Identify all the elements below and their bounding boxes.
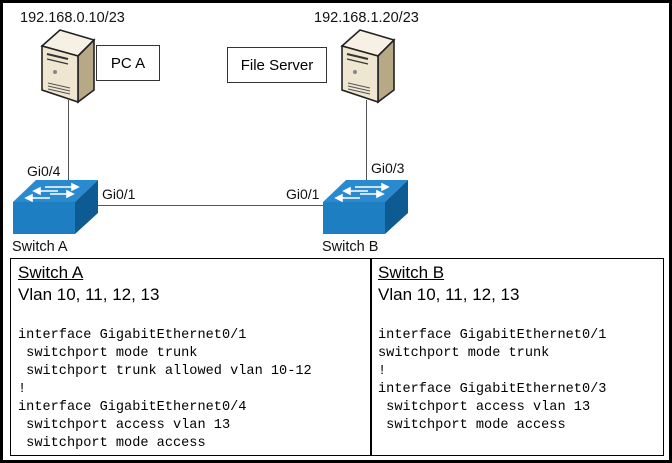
config-line: switchport mode access: [18, 436, 206, 451]
pc-a-label-box: PC A: [96, 45, 160, 81]
switch-b-label: Switch B: [322, 239, 379, 255]
switch-a-port-gi0-1-label: Gi0/1: [102, 186, 136, 202]
file-server-label-box: File Server: [227, 47, 327, 83]
config-line: switchport mode trunk: [378, 346, 550, 361]
file-server-ip-label: 192.168.1.20/23: [314, 10, 419, 26]
switch-b-config-title: Switch B: [378, 263, 445, 282]
switch-a-config-panel: Switch A Vlan 10, 11, 12, 13 interface G…: [10, 258, 372, 456]
switch-b-icon[interactable]: [322, 178, 410, 235]
config-line: interface GigabitEthernet0/4: [18, 400, 247, 415]
switch-b-vlan-list: Vlan 10, 11, 12, 13: [378, 285, 520, 304]
config-line: !: [378, 364, 387, 379]
file-server-computer-icon[interactable]: [338, 28, 398, 104]
switch-b-config-code: interface GigabitEthernet0/1 switchport …: [378, 327, 606, 435]
switch-b-port-gi0-1-label: Gi0/1: [286, 186, 320, 202]
config-line: interface GigabitEthernet0/1: [378, 328, 607, 343]
config-line: !: [18, 382, 27, 397]
switch-a-vlan-list: Vlan 10, 11, 12, 13: [18, 285, 160, 304]
config-line: interface GigabitEthernet0/1: [18, 328, 247, 343]
config-line: switchport trunk allowed vlan 10-12: [18, 364, 312, 379]
pc-a-computer-icon[interactable]: [38, 28, 98, 104]
link-pc-a-to-switch-a: [68, 100, 69, 180]
switch-b-port-gi0-3-label: Gi0/3: [371, 160, 405, 176]
link-trunk-switch-a-to-switch-b: [96, 205, 328, 206]
switch-a-icon[interactable]: [12, 178, 100, 235]
config-line: switchport mode access: [378, 418, 566, 433]
switch-b-config-panel: Switch B Vlan 10, 11, 12, 13 interface G…: [370, 258, 664, 456]
switch-a-label: Switch A: [12, 239, 68, 255]
config-line: interface GigabitEthernet0/3: [378, 382, 607, 397]
pc-a-ip-label: 192.168.0.10/23: [20, 10, 125, 26]
config-line: switchport access vlan 13: [18, 418, 231, 433]
switch-a-config-title: Switch A: [18, 263, 84, 282]
config-line: switchport access vlan 13: [378, 400, 591, 415]
switch-a-port-gi0-4-label: Gi0/4: [27, 163, 61, 179]
link-file-server-to-switch-b: [366, 100, 367, 180]
switch-a-config-code: interface GigabitEthernet0/1 switchport …: [18, 327, 312, 453]
config-line: switchport mode trunk: [18, 346, 198, 361]
